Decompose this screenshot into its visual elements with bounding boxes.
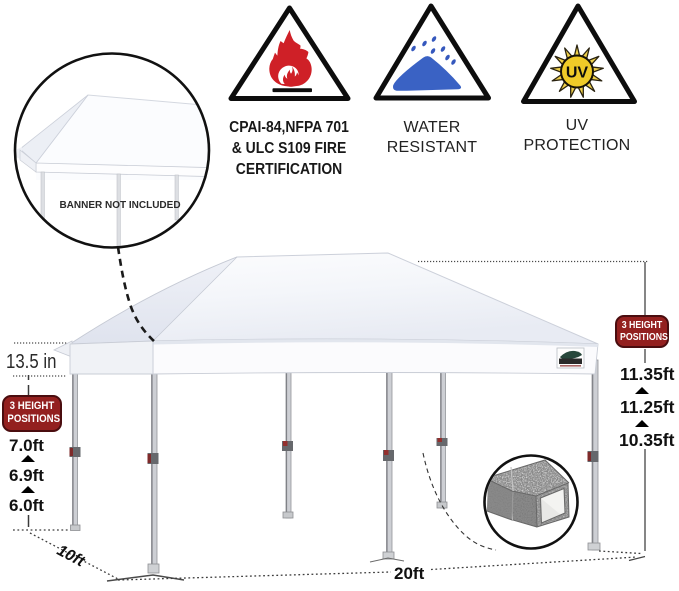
svg-text:UV: UV [566,65,589,82]
